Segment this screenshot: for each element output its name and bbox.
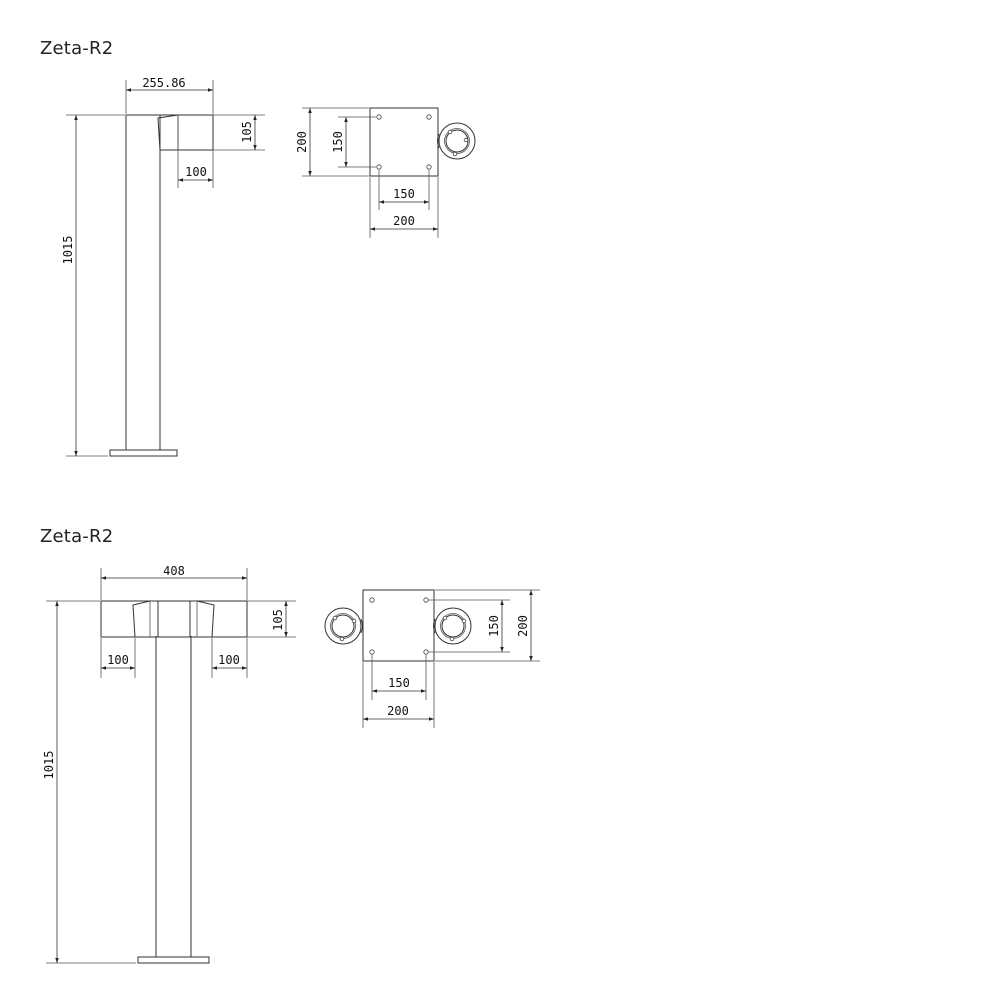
dimension-total-height: 1015 xyxy=(61,236,75,265)
dimension-plate-holes-h: 150 xyxy=(388,676,410,690)
lamp-head-right xyxy=(434,607,472,645)
dimension-total-height: 1015 xyxy=(42,751,56,780)
dimension-head-depth: 100 xyxy=(185,165,207,179)
dimension-head-height: 105 xyxy=(271,609,285,631)
bolt-hole xyxy=(369,649,375,655)
bolt-hole xyxy=(423,597,429,603)
bolt-hole xyxy=(376,114,382,120)
dimension-head-depth-right: 100 xyxy=(218,653,240,667)
drawing-title: Zeta-R2 xyxy=(40,526,114,547)
plan-view-1: 200 150 150 200 xyxy=(295,107,476,238)
dimension-plate-holes-v: 150 xyxy=(487,615,501,637)
lamp-lens xyxy=(445,129,469,153)
head-housing xyxy=(160,114,214,151)
bolt-hole xyxy=(423,649,429,655)
head-collar xyxy=(157,114,179,151)
dimension-head-depth-left: 100 xyxy=(107,653,129,667)
dimension-overall-width: 255.86 xyxy=(142,76,185,90)
dimension-plate-holes-v: 150 xyxy=(331,131,345,153)
base-plate xyxy=(109,449,178,457)
dimension-overall-width: 408 xyxy=(163,564,185,578)
head-collar-left xyxy=(132,600,159,638)
dimension-plate-outer-h: 200 xyxy=(393,214,415,228)
bolt-hole xyxy=(369,597,375,603)
side-view-2: 408 105 100 100 1015 xyxy=(42,564,296,964)
dimension-plate-outer-v: 200 xyxy=(295,131,309,153)
side-view-1: 255.86 105 100 1015 xyxy=(61,76,265,457)
lamp-head-left xyxy=(324,607,362,645)
bolt-hole xyxy=(376,164,382,170)
dimension-plate-outer-h: 200 xyxy=(387,704,409,718)
lamp-head-outer xyxy=(438,122,476,160)
bolt-hole xyxy=(426,164,432,170)
base-plate xyxy=(137,956,210,964)
drawing-title: Zeta-R2 xyxy=(40,38,114,59)
head-housing xyxy=(100,600,248,638)
bolt-hole xyxy=(426,114,432,120)
dimension-plate-outer-v: 200 xyxy=(516,615,530,637)
dimension-head-height: 105 xyxy=(240,121,254,143)
dimension-plate-holes-h: 150 xyxy=(393,187,415,201)
head-collar-right xyxy=(189,600,215,638)
plan-view-2: 150 200 150 200 xyxy=(324,589,540,728)
